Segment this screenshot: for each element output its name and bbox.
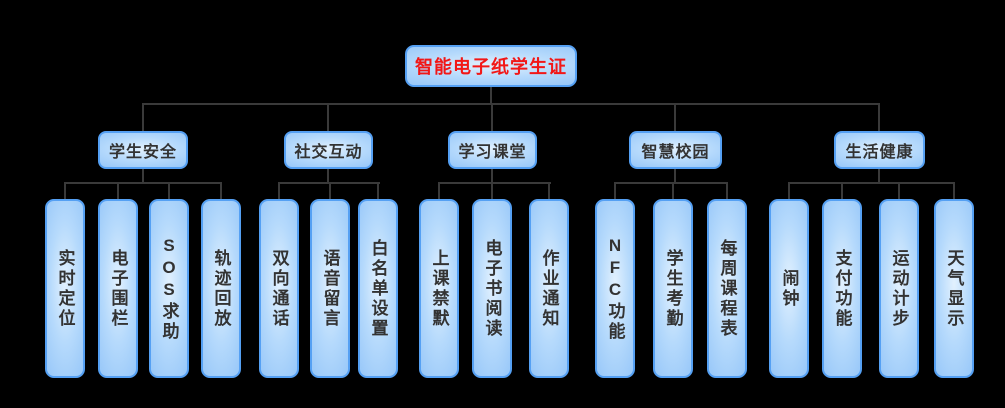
connector-line [548, 182, 550, 200]
connector-line [674, 103, 676, 132]
leaf-node: 每周课程表 [707, 199, 747, 378]
leaf-node-label: 上课禁默 [429, 248, 449, 329]
category-node-smart-campus: 智慧校园 [629, 131, 722, 169]
connector-line [329, 182, 331, 200]
leaf-node-label: SOS求助 [159, 235, 179, 342]
leaf-node-label: 运动计步 [889, 248, 909, 329]
leaf-node-label: 作业通知 [539, 248, 559, 329]
leaf-node: 电子书阅读 [472, 199, 512, 378]
leaf-node: 天气显示 [934, 199, 974, 378]
connector-line [438, 182, 440, 200]
connector-line [327, 168, 329, 183]
leaf-node-label: 支付功能 [832, 248, 852, 329]
connector-line [490, 87, 492, 104]
leaf-node-label: 电子围栏 [108, 248, 128, 329]
leaf-node-label: 双向通话 [269, 248, 289, 329]
connector-line [788, 182, 790, 200]
connector-line [142, 168, 144, 183]
root-node-label: 智能电子纸学生证 [415, 57, 567, 77]
connector-line [142, 103, 880, 105]
leaf-node-label: 电子书阅读 [482, 238, 502, 339]
leaf-node: 作业通知 [529, 199, 569, 378]
leaf-node: 白名单设置 [358, 199, 398, 378]
connector-line [878, 103, 880, 132]
leaf-node-label: 闹钟 [779, 268, 799, 309]
connector-line [788, 182, 955, 184]
leaf-node: 轨迹回放 [201, 199, 241, 378]
category-node-social-interaction: 社交互动 [284, 131, 373, 169]
connector-line [491, 103, 493, 132]
connector-line [953, 182, 955, 200]
leaf-node: 支付功能 [822, 199, 862, 378]
connector-line [64, 182, 222, 184]
category-node-label: 学生安全 [108, 144, 177, 161]
connector-line [878, 168, 880, 183]
leaf-node: SOS求助 [149, 199, 189, 378]
leaf-node: 学生考勤 [653, 199, 693, 378]
leaf-node: 实时定位 [45, 199, 85, 378]
leaf-node: 运动计步 [879, 199, 919, 378]
leaf-node-label: 白名单设置 [368, 238, 388, 339]
leaf-node-label: NFC功能 [605, 235, 625, 342]
category-node-label: 生活健康 [845, 144, 914, 161]
leaf-node-label: 天气显示 [944, 248, 964, 329]
leaf-node: 闹钟 [769, 199, 809, 378]
leaf-node: 上课禁默 [419, 199, 459, 378]
category-node-student-safety: 学生安全 [98, 131, 188, 169]
leaf-node-label: 轨迹回放 [211, 248, 231, 329]
connector-line [220, 182, 222, 200]
leaf-node: 双向通话 [259, 199, 299, 378]
leaf-node-label: 学生考勤 [663, 248, 683, 329]
connector-line [64, 182, 66, 200]
connector-line [117, 182, 119, 200]
category-node-label: 学习课堂 [458, 144, 527, 161]
connector-line [168, 182, 170, 200]
leaf-node: 语音留言 [310, 199, 350, 378]
connector-line [614, 182, 616, 200]
connector-line [674, 168, 676, 183]
connector-line [614, 182, 728, 184]
leaf-node: NFC功能 [595, 199, 635, 378]
connector-line [377, 182, 379, 200]
connector-line [142, 103, 144, 132]
connector-line [898, 182, 900, 200]
leaf-node-label: 实时定位 [55, 248, 75, 329]
leaf-node: 电子围栏 [98, 199, 138, 378]
category-node-label: 智慧校园 [641, 144, 710, 161]
category-node-learning-class: 学习课堂 [448, 131, 537, 169]
leaf-node-label: 语音留言 [320, 248, 340, 329]
category-node-label: 社交互动 [294, 144, 363, 161]
root-node: 智能电子纸学生证 [405, 45, 577, 87]
connector-line [278, 182, 280, 200]
connector-line [491, 168, 493, 183]
connector-line [726, 182, 728, 200]
connector-line [841, 182, 843, 200]
connector-line [438, 182, 551, 184]
leaf-node-label: 每周课程表 [717, 238, 737, 339]
connector-line [327, 103, 329, 132]
connector-line [672, 182, 674, 200]
category-node-life-health: 生活健康 [834, 131, 925, 169]
connector-line [491, 182, 493, 200]
